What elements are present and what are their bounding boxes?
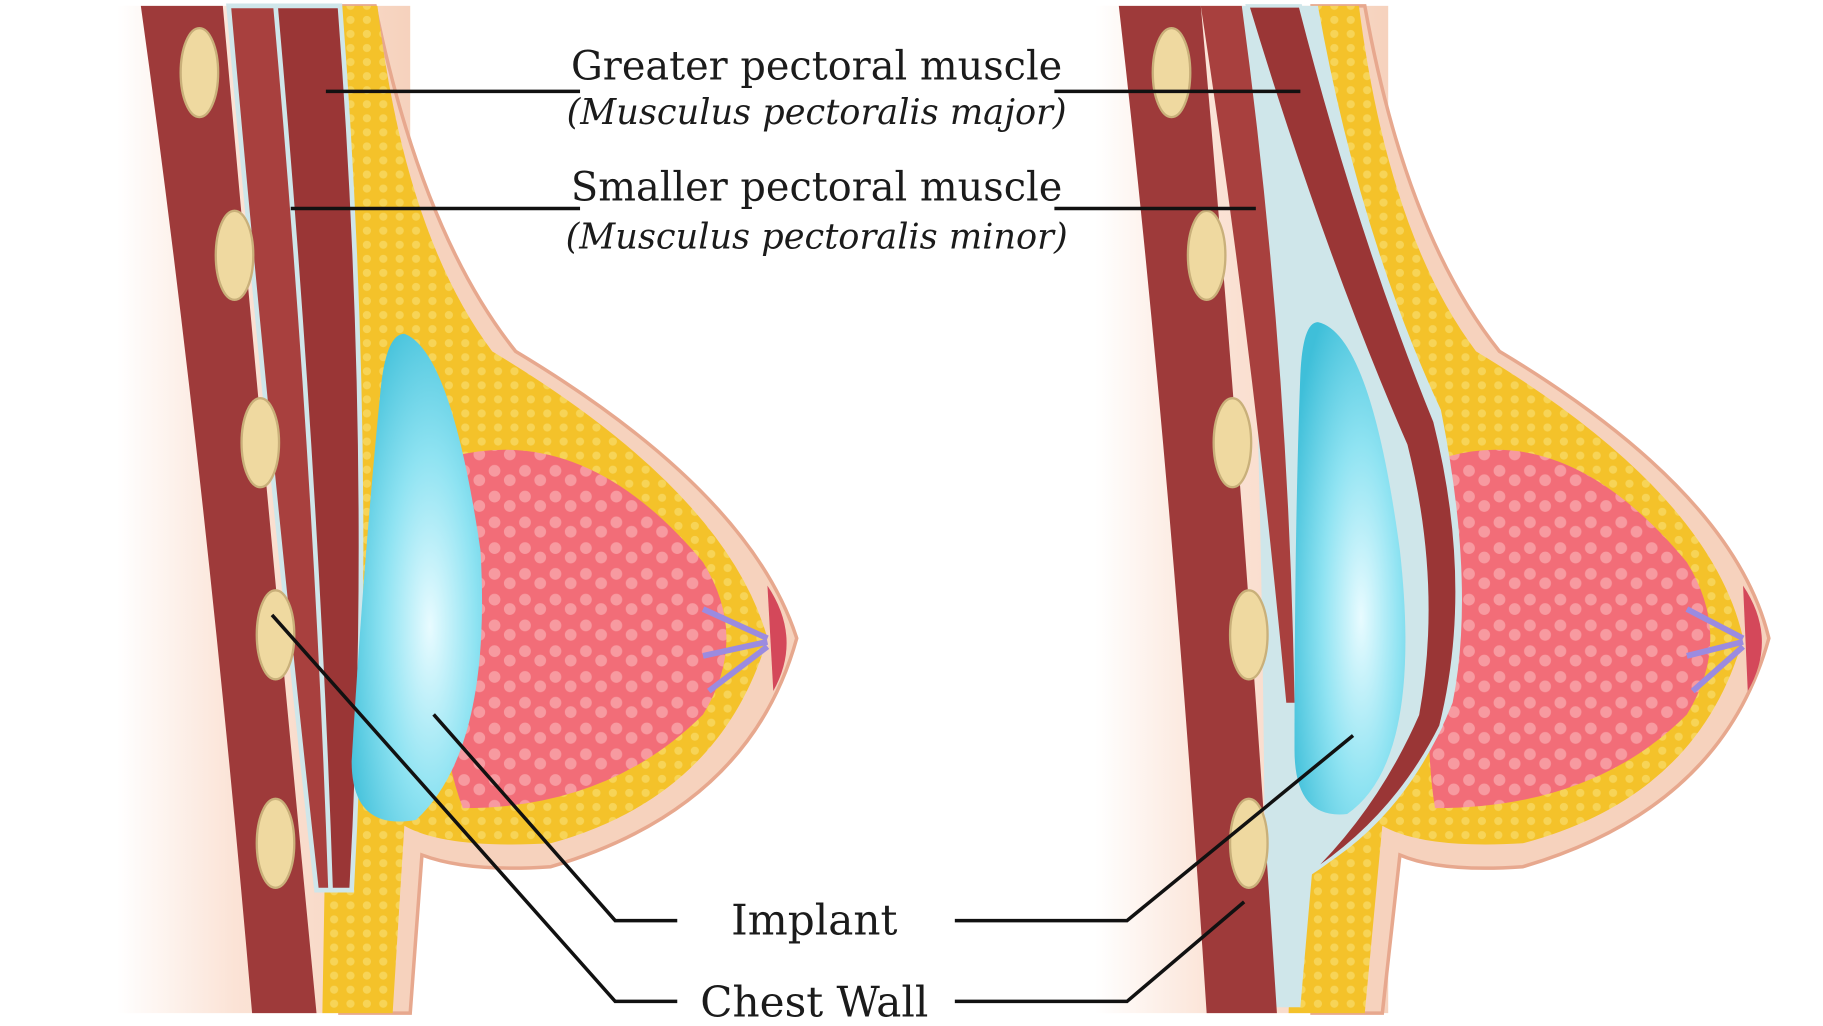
left-rib-bones [179, 26, 296, 889]
chest-wall-leader [270, 613, 1246, 1004]
left-implant [351, 333, 483, 822]
implant-label: Implant [731, 896, 897, 945]
right-chest-wall [1118, 5, 1277, 1014]
left-anatomy-illustration [117, 3, 799, 1015]
chest-wall-label: Chest Wall [700, 978, 928, 1026]
left-glandular-tissue [439, 449, 727, 809]
left-nipple [767, 585, 787, 692]
right-implant [1294, 322, 1406, 815]
leader-lines [270, 89, 1355, 1004]
right-pectoralis-minor [1200, 5, 1295, 703]
smaller-pectoral-latin-label: (Musculus pectoralis minor) [566, 216, 1068, 257]
right-glandular-tissue [1428, 449, 1711, 809]
right-rib-bones [1151, 26, 1269, 889]
left-pectoralis-major [272, 3, 364, 893]
greater-pectoral-label: Greater pectoral muscle [571, 44, 1062, 90]
greater-pectoral-latin-label: (Musculus pectoralis major) [567, 92, 1067, 133]
right-nipple [1743, 585, 1762, 692]
left-milk-ducts [701, 606, 770, 694]
left-chest-wall [140, 5, 317, 1014]
right-anatomy-illustration [1095, 4, 1771, 1015]
smaller-pectoral-label: Smaller pectoral muscle [571, 164, 1062, 210]
implant-leader [432, 713, 1355, 923]
right-pectoralis-major [1245, 4, 1459, 878]
right-milk-ducts [1685, 606, 1746, 694]
